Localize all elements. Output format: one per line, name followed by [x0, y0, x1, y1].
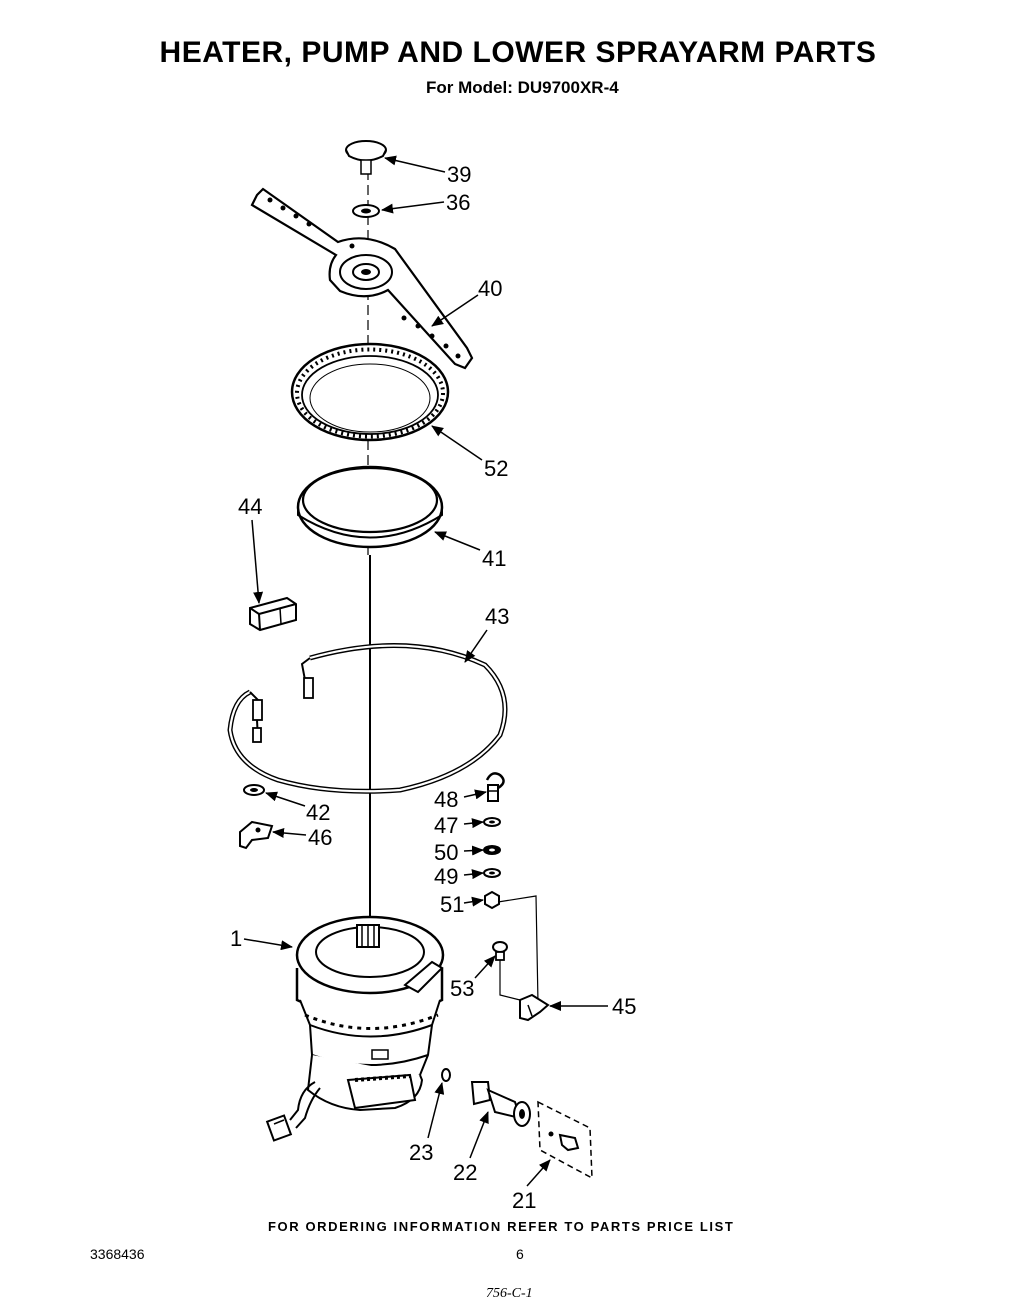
callout-47: 47	[434, 813, 458, 838]
part-48-stud	[487, 784, 499, 802]
arrow-1	[243, 938, 293, 951]
part-50-washer	[483, 845, 501, 855]
document-number: 3368436	[90, 1246, 145, 1262]
part-22-fitting	[470, 1081, 531, 1127]
part-46-bracket	[239, 820, 274, 850]
model-subtitle: For Model: DU9700XR-4	[426, 78, 619, 97]
arrow-42	[265, 791, 306, 807]
callout-50: 50	[434, 840, 458, 865]
part-39-cap	[345, 140, 387, 175]
callout-40: 40	[478, 276, 502, 301]
arrow-47	[463, 818, 484, 829]
leader-line-45	[497, 895, 539, 1004]
arrow-49	[463, 869, 484, 880]
arrow-44	[251, 519, 264, 604]
part-44-clip	[249, 596, 297, 632]
arrow-36	[381, 201, 445, 214]
arrow-53	[474, 955, 496, 979]
part-53-thermostat	[492, 941, 508, 961]
part-49-washer	[483, 868, 501, 878]
callout-36: 36	[446, 190, 470, 215]
arrow-43	[464, 629, 488, 663]
callout-39: 39	[447, 162, 471, 187]
arrow-41	[434, 531, 481, 551]
arrow-40	[431, 294, 479, 327]
arrow-50	[463, 845, 484, 856]
arrow-46	[272, 828, 307, 838]
part-45-clamp	[519, 993, 550, 1022]
callout-21: 21	[512, 1188, 536, 1213]
callout-44: 44	[238, 494, 262, 519]
part-51-nut	[484, 890, 500, 910]
callout-43: 43	[485, 604, 509, 629]
callout-23: 23	[409, 1140, 433, 1165]
part-52-filter-ring	[290, 342, 450, 442]
arrow-48	[463, 789, 487, 800]
part-21-panel	[537, 1100, 593, 1180]
part-43-heater-element	[227, 643, 508, 794]
part-41-seal-ring	[296, 465, 444, 549]
arrow-39	[384, 155, 446, 173]
part-42-washer	[243, 784, 265, 796]
callout-53: 53	[450, 976, 474, 1001]
leader-line-53	[499, 960, 521, 1001]
part-1-pump-motor-assembly	[265, 915, 445, 1142]
callout-22: 22	[453, 1160, 477, 1185]
arrow-23	[427, 1082, 445, 1139]
callout-1: 1	[230, 926, 242, 951]
callout-52: 52	[484, 456, 508, 481]
callout-46: 46	[308, 825, 332, 850]
callout-48: 48	[434, 787, 458, 812]
arrow-22	[469, 1111, 489, 1159]
callout-49: 49	[434, 864, 458, 889]
callout-51: 51	[440, 892, 464, 917]
handwritten-note: 756-C-1	[486, 1286, 533, 1301]
part-36-washer	[352, 204, 380, 218]
page-title: HEATER, PUMP AND LOWER SPRAYARM PARTS	[159, 36, 877, 69]
ordering-note: FOR ORDERING INFORMATION REFER TO PARTS …	[268, 1219, 735, 1234]
part-40-sprayarm	[250, 187, 474, 370]
callout-41: 41	[482, 546, 506, 571]
callout-45: 45	[612, 994, 636, 1019]
page-number: 6	[516, 1246, 524, 1262]
arrow-21	[526, 1159, 551, 1187]
arrow-51	[463, 896, 484, 907]
callout-42: 42	[306, 800, 330, 825]
part-23-o-ring	[441, 1068, 451, 1082]
arrow-52	[431, 425, 483, 461]
part-47-washer	[483, 817, 501, 827]
